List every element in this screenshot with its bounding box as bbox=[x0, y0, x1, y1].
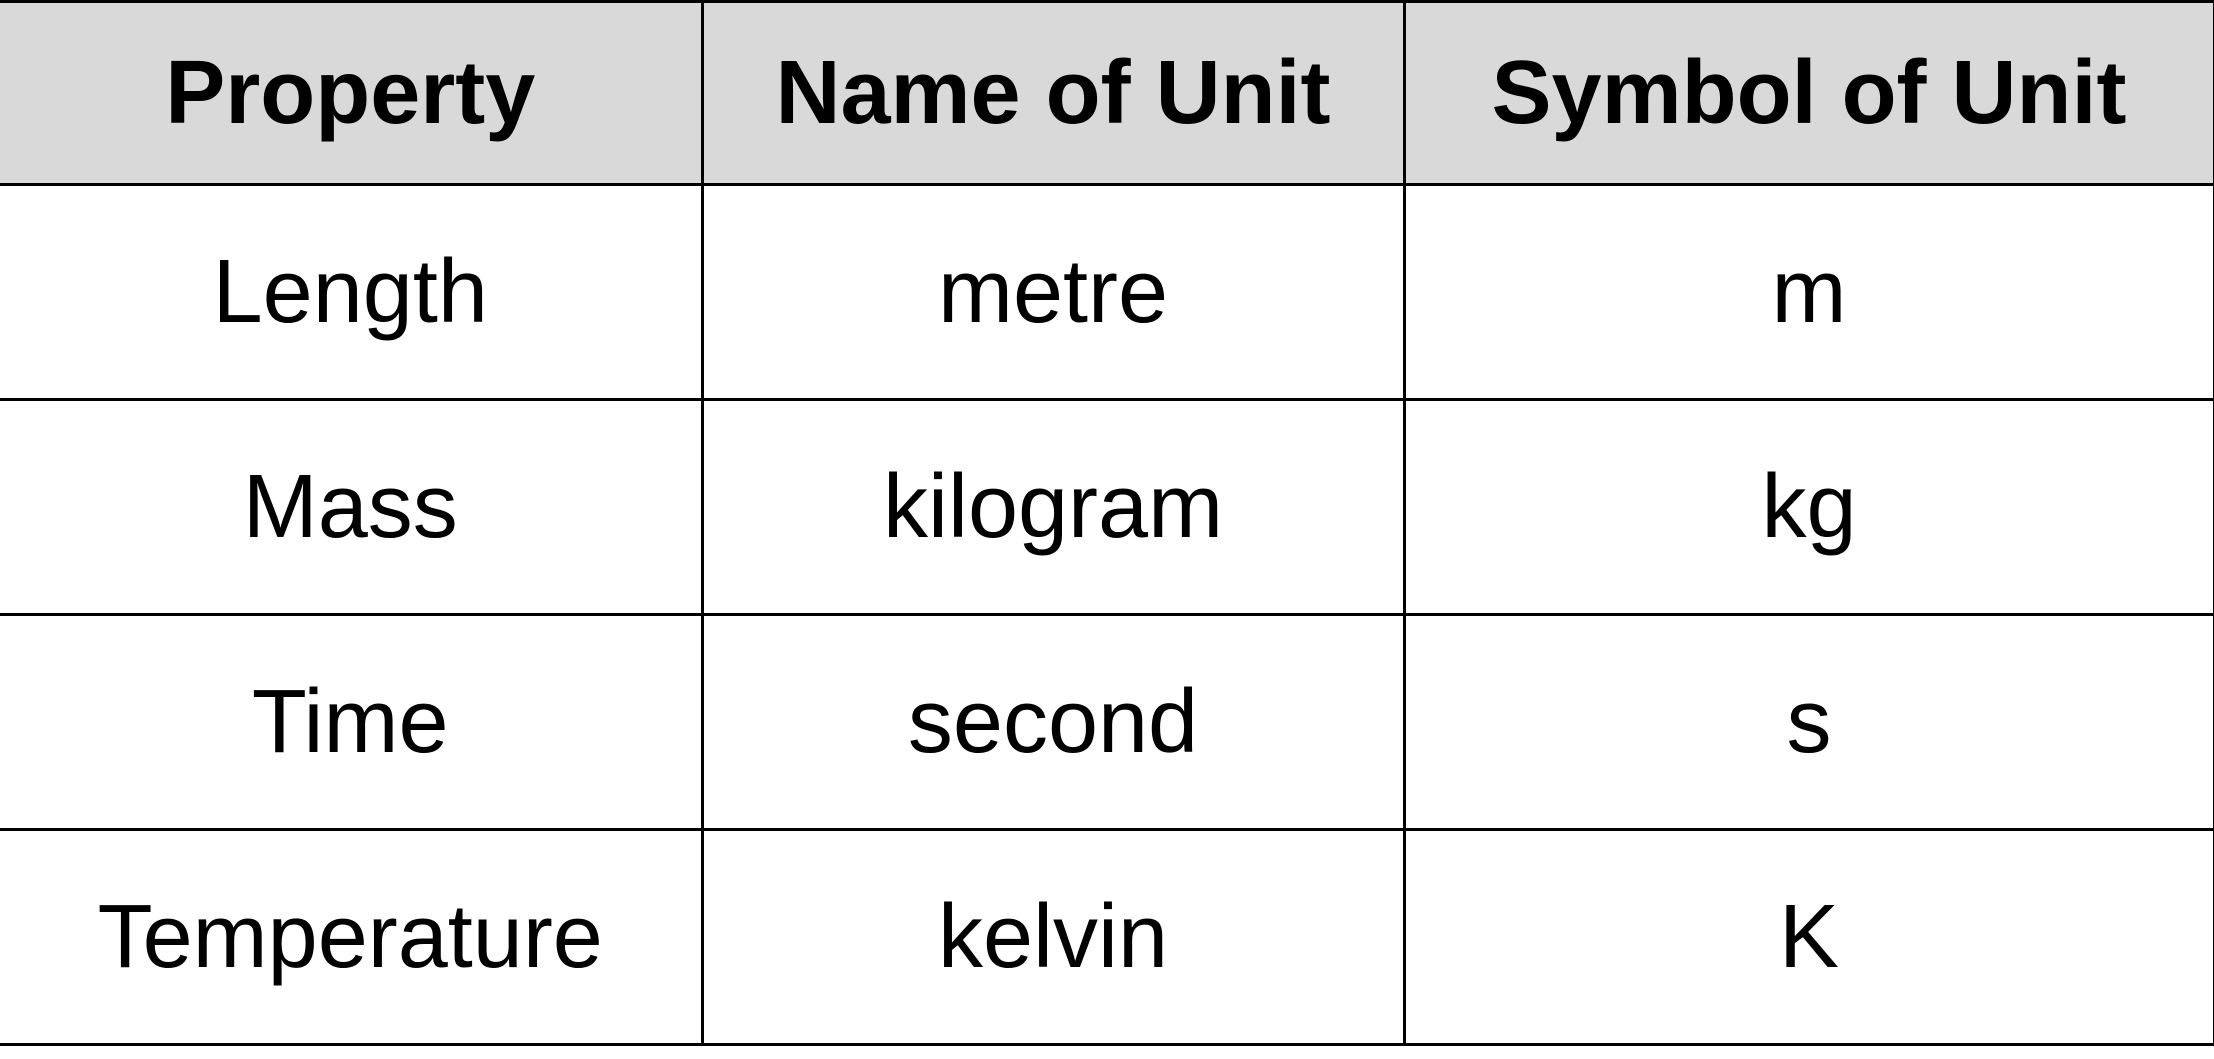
cell-property: Temperature bbox=[0, 828, 704, 1046]
table-header: Property Name of Unit Symbol of Unit bbox=[0, 0, 2214, 186]
table-row: Length metre m bbox=[0, 183, 2214, 401]
table-row: Mass kilogram kg bbox=[0, 398, 2214, 616]
cell-unit-symbol: kg bbox=[1402, 398, 2214, 616]
table-body: Length metre m Mass kilogram kg Time sec… bbox=[0, 183, 2214, 1046]
header-name-of-unit: Name of Unit bbox=[700, 0, 1406, 186]
header-row: Property Name of Unit Symbol of Unit bbox=[0, 0, 2214, 186]
cell-unit-name: kilogram bbox=[700, 398, 1406, 616]
cell-property: Time bbox=[0, 613, 704, 831]
header-property: Property bbox=[0, 0, 704, 186]
cell-property: Length bbox=[0, 183, 704, 401]
cell-unit-symbol: K bbox=[1402, 828, 2214, 1046]
table-row: Time second s bbox=[0, 613, 2214, 831]
cell-unit-name: second bbox=[700, 613, 1406, 831]
cell-unit-name: kelvin bbox=[700, 828, 1406, 1046]
cell-unit-name: metre bbox=[700, 183, 1406, 401]
cell-unit-symbol: m bbox=[1402, 183, 2214, 401]
cell-property: Mass bbox=[0, 398, 704, 616]
header-symbol-of-unit: Symbol of Unit bbox=[1402, 0, 2214, 186]
table-row: Temperature kelvin K bbox=[0, 828, 2214, 1046]
cell-unit-symbol: s bbox=[1402, 613, 2214, 831]
